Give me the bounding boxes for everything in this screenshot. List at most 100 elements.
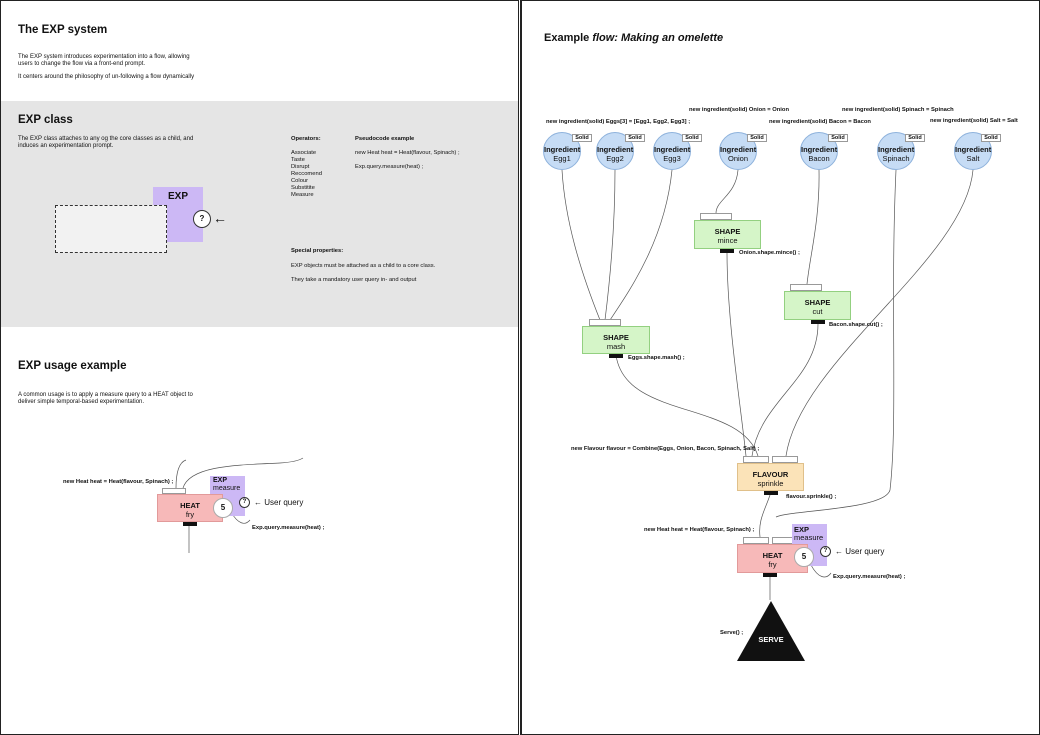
heat-value-circle: 5 [794, 547, 814, 567]
arrow-left-icon: ← [213, 210, 227, 226]
flow-title-italic: flow: Making an omelette [592, 32, 724, 44]
solid-tag: Solid [572, 134, 592, 142]
system-desc-1: The EXP system introduces experimentatio… [18, 54, 190, 60]
shape-mash-label: SHAPE [603, 333, 629, 342]
solid-tag: Solid [747, 134, 767, 142]
serve-code: Serve() ; [720, 630, 744, 636]
ingredient-name: Salt [966, 154, 980, 163]
heat-output-plug [763, 573, 777, 577]
heat-exp-label: EXP [794, 525, 810, 534]
usage-title: EXP usage example [18, 360, 127, 372]
flavour-label: FLAVOUR [752, 470, 789, 479]
shape-mince-code: Onion.shape.mince() ; [739, 250, 800, 256]
usage-desc-1: A common usage is to apply a measure que… [18, 392, 193, 398]
ingredient-label: Ingredient [654, 145, 691, 154]
ingredient-name: Spinach [882, 154, 910, 163]
flavour-block[interactable]: FLAVOUR sprinkle [737, 463, 804, 491]
ingredient-egg2[interactable]: Ingredient Egg2 [596, 132, 634, 170]
exp-query-circle: ? [193, 210, 211, 228]
shape-mash-code: Eggs.shape.mash() ; [628, 355, 685, 361]
solid-tag: Solid [905, 134, 925, 142]
flavour-new-code: new Flavour flavour = Combine(Eggs, Onio… [571, 446, 760, 452]
solid-tag: Solid [981, 134, 1001, 142]
usage-exp-label: EXP [213, 477, 228, 484]
shape-cut-label: SHAPE [804, 298, 831, 307]
core-class-placeholder [55, 205, 167, 253]
ingredient-name: Onion [727, 154, 748, 163]
ingredient-name: Egg2 [606, 154, 624, 163]
serve-triangle[interactable] [736, 600, 806, 662]
mince-output-plug [720, 249, 734, 253]
code-bacon: new ingredient(solid) Bacon = Bacon [769, 119, 871, 125]
heat-input-tab-1 [743, 537, 769, 544]
mash-input-tab [589, 319, 621, 326]
special-property-1: EXP objects must be attached as a child … [291, 263, 436, 269]
usage-query-circle: ? [239, 497, 250, 508]
flavour-input-tab-2 [772, 456, 798, 463]
usage-heat-label: HEAT [180, 501, 200, 510]
ingredient-label: Ingredient [544, 145, 581, 154]
usage-exp-type: measure [213, 485, 241, 492]
solid-tag: Solid [828, 134, 848, 142]
ingredient-label: Ingredient [955, 145, 992, 154]
heat-output-plug [183, 522, 197, 526]
ingredient-label: Ingredient [878, 145, 915, 154]
cut-input-tab [790, 284, 822, 291]
shape-mince-type: mince [717, 236, 738, 245]
heat-query-circle[interactable]: ? [820, 546, 831, 557]
ingredient-name: Egg1 [553, 154, 571, 163]
code-spinach: new ingredient(solid) Spinach = Spinach [842, 107, 954, 113]
code-onion: new ingredient(solid) Onion = Onion [689, 107, 789, 113]
usage-heat-block: HEAT fry [157, 494, 223, 522]
mash-output-plug [609, 354, 623, 358]
special-properties-title: Special properties: [291, 248, 344, 254]
pseudocode-line-2: Exp.query.measure(heat) ; [355, 164, 424, 170]
serve-label: SERVE [758, 635, 784, 644]
code-eggs: new ingredient(solid) Eggs[3] = [Egg1, E… [546, 119, 691, 125]
heat-exp-type: measure [794, 533, 824, 542]
solid-tag: Solid [625, 134, 645, 142]
ingredient-name: Bacon [808, 154, 830, 163]
shape-cut-code: Bacon.shape.cut() ; [829, 322, 883, 328]
system-desc-2: users to change the flow via a front-end… [18, 61, 146, 67]
pseudocode-line-1: new Heat heat = Heat(flavour, Spinach) ; [355, 150, 460, 156]
ingredient-name: Egg3 [663, 154, 681, 163]
heat-new-code: new Heat heat = Heat(flavour, Spinach) ; [644, 527, 755, 533]
cut-output-plug [811, 320, 825, 324]
system-title: The EXP system [18, 24, 108, 36]
operator-item: Associate [291, 150, 317, 156]
shape-cut-block[interactable]: SHAPE cut [784, 291, 851, 320]
operators-title: Operators: [291, 136, 321, 142]
shape-cut-type: cut [812, 307, 823, 316]
operator-item: Measure [291, 192, 314, 198]
flavour-type: sprinkle [757, 479, 784, 488]
heat-user-query: ← User query [835, 547, 885, 556]
usage-heat-type: fry [185, 510, 195, 519]
exp-class-desc-1: The EXP class attaches to any og the cor… [18, 136, 194, 142]
operator-item: Reccomend [291, 171, 322, 177]
usage-connectors [175, 457, 304, 553]
code-salt: new ingredient(solid) Salt = Salt [930, 118, 1018, 124]
operator-item: Substitite [291, 185, 315, 191]
shape-mince-block[interactable]: SHAPE mince [694, 220, 761, 249]
ingredient-spinach[interactable]: Ingredient Spinach [877, 132, 915, 170]
operators-list: Associate Taste Disrupt Reccomend Colour… [291, 150, 322, 199]
flow-title-plain: Example [544, 32, 593, 44]
heat-type: fry [768, 560, 777, 569]
operator-item: Taste [291, 157, 305, 163]
system-desc-3: It centers around the philosophy of un-f… [18, 74, 195, 80]
exp-class-desc-2: induces an experimentation prompt. [18, 143, 114, 149]
operator-item: Disrupt [291, 164, 310, 170]
heat-input-tab [162, 488, 186, 494]
flavour-input-tab-1 [743, 456, 769, 463]
right-panel [520, 0, 1040, 735]
heat-label: HEAT [762, 551, 783, 560]
pseudocode-title: Pseudocode example [355, 136, 415, 142]
exp-block-label: EXP [167, 191, 188, 202]
usage-desc-2: deliver simple temporal-based experiment… [18, 399, 145, 405]
exp-class-title: EXP class [18, 114, 73, 126]
usage-user-query: ← User query [254, 498, 304, 507]
usage-value-circle: 5 [213, 498, 233, 518]
shape-mash-block[interactable]: SHAPE mash [582, 326, 650, 354]
